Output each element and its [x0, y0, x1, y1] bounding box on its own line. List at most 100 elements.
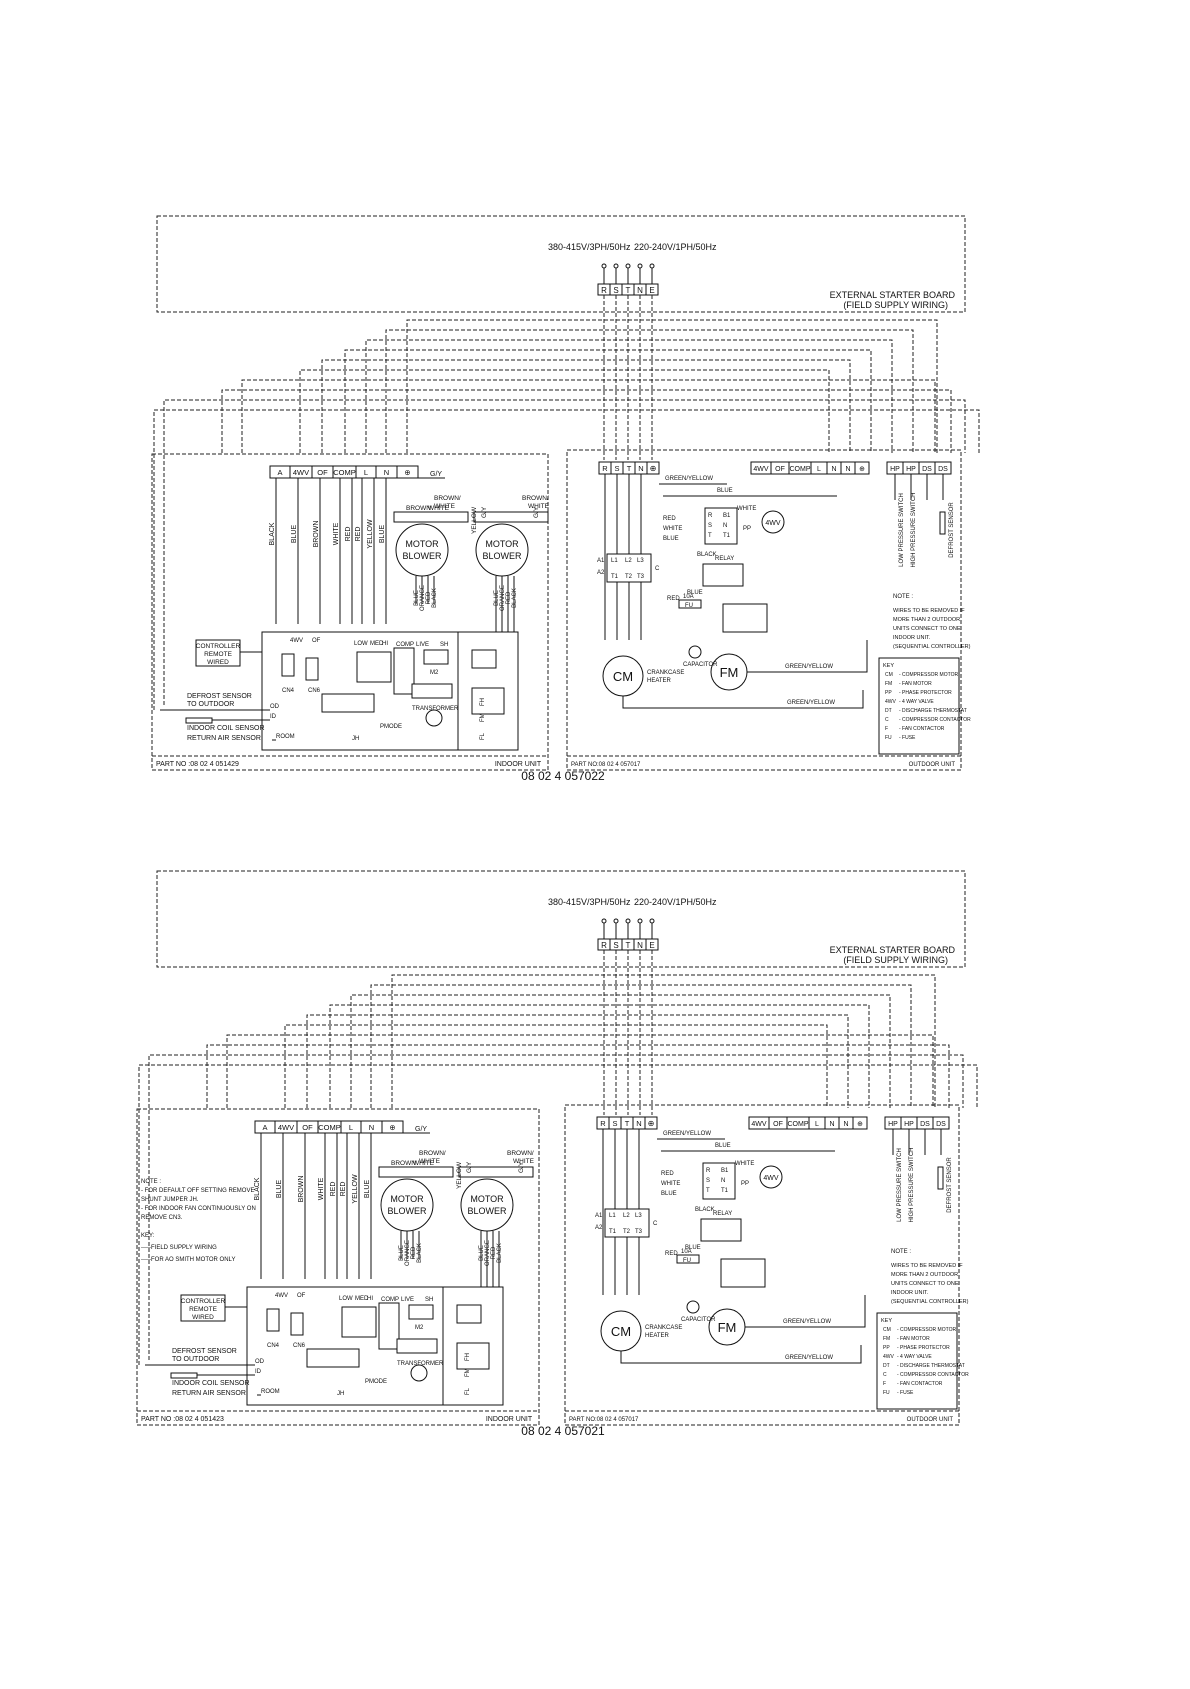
motor-1-label: BLOWER [387, 1206, 427, 1216]
outdoor-terminal-label: ⊕ [857, 1121, 863, 1128]
phase-protector-label: BLUE [661, 1191, 677, 1197]
phase-protector-label: RED [663, 516, 676, 522]
relay-label: L3 [635, 1213, 642, 1219]
supply-terminal-label: E [649, 286, 654, 295]
outdoor-terminal-label: T [627, 464, 632, 473]
key-abbrev: 4WV [885, 699, 897, 705]
wired-remote-controller [180, 1294, 226, 1322]
board-label: MED [355, 1296, 369, 1302]
capacitor-label: CAPACITOR [681, 1317, 716, 1323]
indoor-unit-label: INDOOR UNIT [486, 1416, 533, 1423]
relay-label: BLUE [687, 590, 703, 596]
board-label: ID [270, 714, 277, 720]
return-air-sensor-label: RETURN AIR SENSOR [187, 735, 261, 742]
motor-wire-label: WHITE [434, 503, 456, 510]
indoor-terminal-label: OF [317, 468, 328, 477]
motor-lead-label: BLACK [417, 1243, 423, 1263]
outdoor-terminal-label: 4WV [753, 466, 769, 473]
outdoor-unit-label: OUTDOOR UNIT [909, 762, 956, 768]
controller-label: CONTROLLER [196, 643, 241, 650]
phase-protector [702, 1162, 736, 1200]
indoor-part-number: PART NO :08 02 4 051423 [141, 1416, 224, 1423]
indoor-note-line: - FOR INDOOR FAN CONTINUOUSLY ON [141, 1206, 256, 1212]
key-abbrev: FU [883, 1390, 890, 1396]
outdoor-terminal-label: HP [906, 466, 916, 473]
fm-label: FM [465, 1368, 471, 1377]
outdoor-unit-label: OUTDOOR UNIT [907, 1417, 954, 1423]
indoor-coil-sensor-label: INDOOR COIL SENSOR [187, 725, 265, 732]
key-desc: - COMPRESSOR MOTOR [897, 1327, 956, 1333]
outdoor-note-line: WIRES TO BE REMOVED IF [893, 608, 965, 614]
motor-2-connector [473, 511, 549, 523]
fan-contactor [720, 1258, 766, 1288]
indoor-wire-label: WHITE [318, 1177, 325, 1200]
key-title: KEY [881, 1318, 892, 1324]
field-wiring [138, 974, 978, 1365]
return-air-sensor-label: RETURN AIR SENSOR [172, 1390, 246, 1397]
indoor-terminal-label: L [349, 1123, 353, 1132]
key-table [878, 657, 960, 755]
board-label: ROOM [261, 1389, 280, 1395]
outdoor-terminal-label: N [845, 466, 850, 473]
blue-wire-label: BLUE [717, 488, 733, 494]
motor-lead-label: BLUE [494, 590, 500, 606]
key-abbrev: CM [883, 1327, 891, 1333]
indoor-wire-label: BLACK [269, 522, 276, 545]
starter-board-title: EXTERNAL STARTER BOARD [830, 290, 956, 300]
outdoor-part-number: PART NO:08 02 4 057017 [569, 1417, 639, 1423]
relay-label: L3 [637, 558, 644, 564]
field-wire [321, 359, 851, 453]
outdoor-terminal-label: S [614, 464, 619, 473]
relay-component [281, 653, 295, 677]
key-desc: - FUSE [897, 1390, 914, 1396]
supply-3ph-label: 380-415V/3PH/50Hz [548, 897, 631, 907]
indoor-wire-label: BLUE [291, 525, 298, 544]
fuse [678, 599, 702, 609]
field-wire [163, 399, 966, 705]
key-abbrev: FU [885, 735, 892, 741]
indoor-part-number: PART NO :08 02 4 051429 [156, 761, 239, 768]
supply-terminal-label: R [601, 286, 607, 295]
supply-terminal-dot [601, 918, 607, 924]
board-label: JH [352, 736, 359, 742]
phase-protector-label: T [706, 1188, 710, 1194]
controller-label: REMOTE [189, 1306, 217, 1313]
outdoor-ground-box [646, 461, 660, 475]
white-wire-label: WHITE [737, 506, 756, 512]
relay-label: T1 [611, 574, 619, 580]
outdoor-terminal-label: N [636, 1119, 641, 1128]
relay-label: L2 [625, 558, 632, 564]
relay-label: L1 [611, 558, 618, 564]
motor-lead-label: RED [506, 591, 512, 604]
phase-protector-label: PP [743, 526, 751, 532]
ic-chip [306, 1348, 360, 1368]
phase-protector-label: WHITE [661, 1181, 680, 1187]
phase-protector-label: T [708, 533, 712, 539]
indoor-terminal-label: COMP [333, 468, 356, 477]
indoor-coil-sensor [185, 717, 213, 724]
motor-blower-2 [475, 523, 529, 577]
supply-terminal-label: N [637, 941, 643, 950]
outdoor-note-title: NOTE : [891, 1249, 911, 1255]
starter-board-subtitle: (FIELD SUPPLY WIRING) [843, 955, 948, 965]
blue-wire-label: BLUE [715, 1143, 731, 1149]
key-desc: - FAN CONTACTOR [897, 1381, 943, 1387]
drawing-number: 08 02 4 057021 [521, 1424, 605, 1438]
field-wire [329, 1004, 870, 1108]
field-wire [148, 1054, 964, 1360]
board-label: CN6 [308, 688, 321, 694]
field-wire [226, 1034, 934, 1108]
green-yellow-wire [747, 640, 868, 673]
indoor-terminal-label: N [369, 1123, 374, 1132]
drawing-number: 08 02 4 057022 [521, 769, 605, 783]
outdoor-unit-frame [566, 449, 962, 771]
indoor-wire-label: BLACK [254, 1177, 261, 1200]
green-yellow-wire [622, 690, 864, 709]
board-label: M2 [415, 1325, 424, 1331]
board-label: COMP [396, 642, 414, 648]
relay-label: A2 [595, 1225, 603, 1231]
